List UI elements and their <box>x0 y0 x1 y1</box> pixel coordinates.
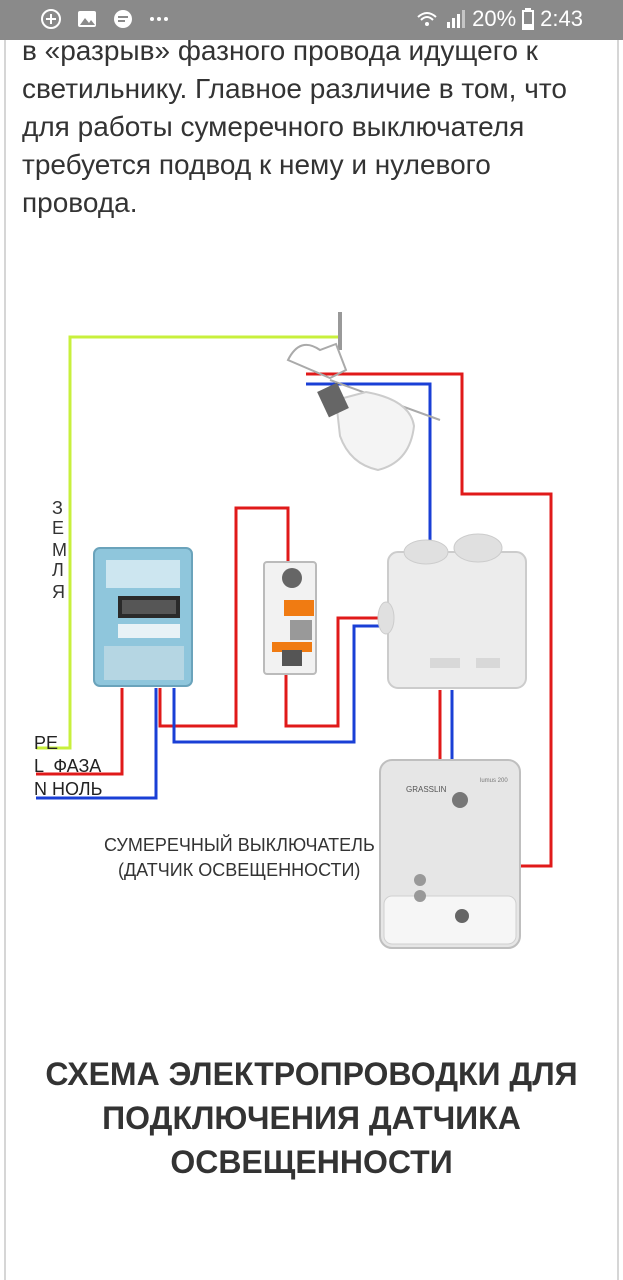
sensor-model: lumus 200 <box>480 778 508 784</box>
neutral-wire-input <box>36 688 158 800</box>
caption-line-3: освещенности <box>170 1144 453 1180</box>
phase-wire-breaker-to-box <box>284 616 390 728</box>
gallery-icon <box>78 11 96 27</box>
clock: 2:43 <box>540 6 583 31</box>
signal-icon <box>447 10 466 28</box>
pe-label: PE <box>34 733 58 753</box>
phase-wire-input <box>36 688 124 776</box>
sensor-label-line1: СУМЕРЕЧНЫЙ ВЫКЛЮЧАТЕЛЬ <box>104 834 375 855</box>
sensor-label-line2: (ДАТЧИК ОСВЕЩЕННОСТИ) <box>118 860 360 880</box>
neutral-wire-meter-to-box <box>172 624 390 744</box>
message-icon <box>114 10 132 28</box>
battery-icon <box>522 8 535 30</box>
wifi-icon <box>417 12 437 26</box>
caption-line-2: подключения датчика <box>102 1100 521 1136</box>
electricity-meter <box>93 547 193 687</box>
battery-percent: 20% <box>472 6 517 31</box>
sensor-brand: GRASSLIN <box>406 785 447 794</box>
phase-wire-meter-to-breaker <box>158 506 290 728</box>
article-paragraph: в «разрыв» фазного провода идущего к све… <box>22 35 567 218</box>
lamp-icon <box>286 342 441 472</box>
article-text: в «разрыв» фазного провода идущего к све… <box>22 32 602 222</box>
phase-label: L ФАЗА <box>34 756 101 776</box>
more-icon <box>150 17 168 21</box>
status-bar: 20% 2:43 <box>0 0 623 40</box>
junction-box <box>377 533 527 689</box>
phase-wire-sensor-to-lamp <box>306 372 553 868</box>
neutral-wire-box-to-lamp <box>306 382 432 540</box>
neutral-label: N НОЛЬ <box>34 779 102 799</box>
twilight-switch: GRASSLIN lumus 200 <box>379 759 521 949</box>
page-border-left <box>4 40 6 1280</box>
page-border-right <box>617 40 619 1280</box>
circuit-breaker <box>263 561 317 675</box>
diagram-caption: Схема электропроводки для подключения да… <box>20 1052 603 1184</box>
caption-line-1: Схема электропроводки для <box>45 1056 578 1092</box>
add-circle-icon <box>41 9 61 29</box>
earth-wire <box>36 335 340 750</box>
